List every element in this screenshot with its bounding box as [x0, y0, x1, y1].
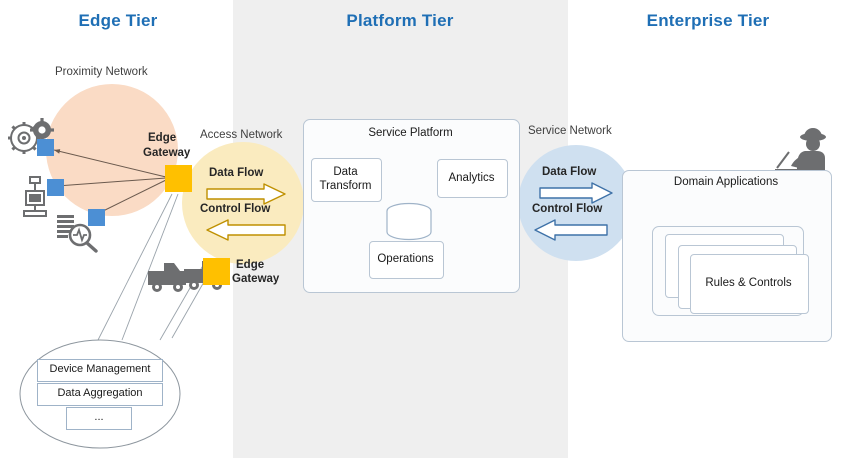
tier-title-platform: Platform Tier	[346, 11, 454, 30]
service-control-flow-label: Control Flow	[532, 203, 603, 215]
domain-applications-title: Domain Applications	[673, 176, 779, 188]
platform-box-analytics[interactable]	[437, 159, 508, 198]
callout-item-data-aggregation: Data Aggregation	[37, 383, 163, 406]
proximity-network-label: Proximity Network	[55, 66, 148, 78]
platform-box-operations-label: Operations	[377, 253, 434, 265]
edge-gateway-2[interactable]	[203, 258, 230, 285]
tier-title-enterprise: Enterprise Tier	[646, 11, 770, 30]
sensor-node-1	[37, 139, 54, 156]
callout-item-more: ...	[66, 407, 132, 430]
service-data-flow-label: Data Flow	[542, 166, 597, 178]
edge-gateway-2-label-line2: Gateway	[232, 273, 280, 285]
service-platform-title: Service Platform	[368, 127, 453, 139]
platform-box-analytics-label: Analytics	[448, 172, 495, 184]
platform-box-data-transform[interactable]	[311, 158, 382, 202]
service-network-label: Service Network	[528, 125, 612, 137]
access-network-label: Access Network	[200, 129, 283, 141]
edge-gateway-1-label-line2: Gateway	[143, 147, 191, 159]
access-data-flow-label: Data Flow	[209, 167, 264, 179]
platform-box-data-transform-line2: Transform	[319, 180, 372, 192]
application-card-front[interactable]	[690, 254, 809, 314]
worker-at-laptop-icon	[775, 128, 826, 173]
edge-gateway-1[interactable]	[165, 165, 192, 192]
access-control-flow-label: Control Flow	[200, 203, 271, 215]
sensor-node-3	[88, 209, 105, 226]
sensor-node-2	[47, 179, 64, 196]
edge-gateway-2-label-line1: Edge	[236, 259, 265, 271]
platform-box-data-transform-line1: Data	[333, 166, 358, 178]
edge-gateway-1-label-line1: Edge	[148, 132, 177, 144]
rules-and-controls-label: Rules & Controls	[705, 277, 792, 289]
platform-box-operations[interactable]	[369, 241, 444, 279]
tier-title-edge: Edge Tier	[78, 11, 158, 30]
press-instrument-icon	[23, 176, 47, 217]
callout-item-device-management: Device Management	[37, 359, 163, 382]
